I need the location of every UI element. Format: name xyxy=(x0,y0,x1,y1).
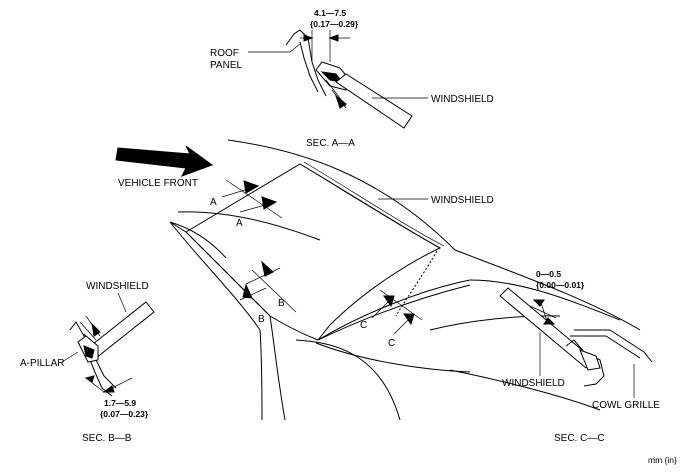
roof-panel-label-line2: PANEL xyxy=(210,60,242,71)
section-c-dim-in: {0.00—0.01} xyxy=(536,280,585,290)
a-pillar-label: A-PILLAR xyxy=(20,358,64,369)
section-a-letter-top: A xyxy=(210,197,217,208)
section-a-dim-in: {0.17—0.29} xyxy=(310,19,359,29)
roof-panel-label-line1: ROOF xyxy=(210,48,239,59)
section-b-dim-in: {0.07—0.23} xyxy=(100,409,149,419)
section-cut-a: A A xyxy=(210,179,283,229)
section-c-letter-bottom: C xyxy=(388,338,395,349)
section-b-windshield-label: WINDSHIELD xyxy=(86,281,149,292)
cowl-grille-label: COWL GRILLE xyxy=(592,400,660,411)
section-a-dim-mm: 4.1—7.5 xyxy=(314,8,346,18)
section-b-title: SEC. B—B xyxy=(82,433,132,444)
section-b-letter-left: B xyxy=(258,314,265,325)
section-c-windshield-label: WINDSHIELD xyxy=(502,378,565,389)
section-b-dim-mm: 1.7—5.9 xyxy=(104,398,136,408)
section-b-letter-right: B xyxy=(278,298,285,309)
section-c-title: SEC. C—C xyxy=(554,433,605,444)
section-a-letter-bottom: A xyxy=(236,218,243,229)
section-c-dim-mm: 0—0.5 xyxy=(536,269,561,279)
vehicle-front-label: VEHICLE FRONT xyxy=(118,178,198,189)
section-c-letter-top: C xyxy=(360,320,367,331)
section-c-detail: 0—0.5 {0.00—0.01} WINDSHIELD COWL GRILLE… xyxy=(499,269,660,444)
unit-label: mm {in} xyxy=(648,455,677,465)
section-cut-c: C C xyxy=(360,289,423,349)
windshield-glass-outline xyxy=(185,163,442,341)
section-a-title: SEC. A—A xyxy=(306,138,355,149)
section-a-detail: 4.1—7.5 {0.17—0.29} ROOF PANEL WINDSHIEL… xyxy=(210,8,494,149)
section-b-detail: 1.7—5.9 {0.07—0.23} WINDSHIELD A-PILLAR … xyxy=(20,281,155,444)
windshield-main-label: WINDSHIELD xyxy=(431,195,494,206)
vehicle-front-arrow: VEHICLE FRONT xyxy=(115,145,214,189)
section-a-windshield-label: WINDSHIELD xyxy=(431,94,494,105)
section-cut-b: B B xyxy=(239,260,297,325)
vehicle-main-view xyxy=(169,139,641,421)
